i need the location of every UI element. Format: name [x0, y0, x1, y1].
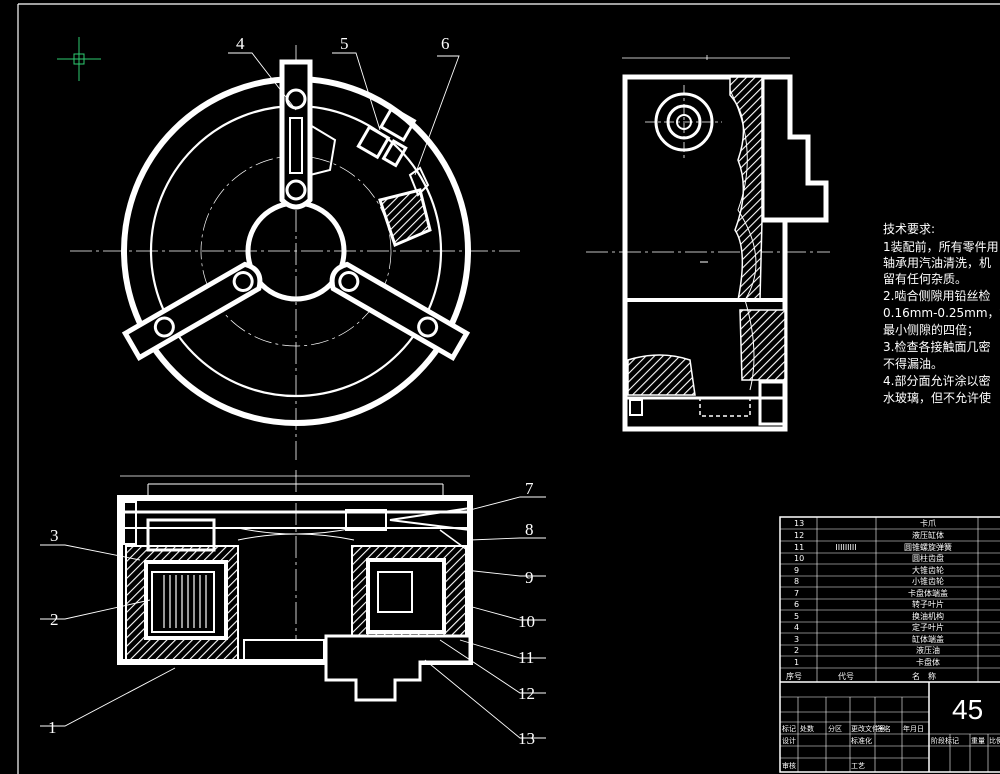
- bom-row-name: 换油机构: [912, 611, 944, 621]
- chuck-side-section: [586, 55, 830, 432]
- title-block: [779, 516, 1000, 773]
- bom-row-name: 小锥齿轮: [912, 576, 944, 586]
- bom-row-no: 9: [794, 566, 799, 575]
- tb-label: 审核: [782, 761, 796, 770]
- bom-row-no: 8: [794, 577, 799, 586]
- bom-row-code: IIIIIIIII: [835, 543, 856, 552]
- callout-13: 13: [518, 729, 535, 748]
- bom-row-no: 2: [794, 646, 799, 655]
- callout-7: 7: [525, 479, 534, 498]
- bom-row-name: 液压缸体: [912, 530, 944, 540]
- requirements-title: 技术要求:: [883, 222, 935, 236]
- requirement-line: 最小侧隙的四倍；: [883, 322, 979, 337]
- callout-10: 10: [518, 612, 535, 631]
- bom-row-name: 转子叶片: [912, 599, 944, 609]
- bom-row-no: 12: [794, 531, 804, 540]
- callout-12: 12: [518, 684, 535, 703]
- bom-row-no: 10: [794, 554, 804, 563]
- requirement-line: 0.16mm-0.25mm，铅: [883, 306, 1000, 320]
- tb-label: 更改文件号: [851, 724, 886, 733]
- bom-row-no: 7: [794, 589, 799, 598]
- bom-header: 序号 代号 名 称: [786, 671, 936, 681]
- tb-label: 年月日: [903, 724, 924, 733]
- requirement-line: 不得漏油。: [883, 356, 943, 371]
- callout-5: 5: [340, 34, 349, 53]
- requirement-line: 4.部分面允许涂以密: [883, 373, 990, 388]
- callout-leaders: [40, 52, 546, 739]
- callout-8: 8: [525, 520, 534, 539]
- bom-header-name: 名 称: [912, 671, 936, 681]
- technical-requirements: 技术要求: 1装配前，所有零件用 轴承用汽油清洗，机 留有任何杂质。 2.啮合侧…: [883, 222, 1000, 405]
- tb-label: 设计: [782, 736, 796, 745]
- requirement-line: 2.啮合侧隙用铅丝检: [883, 288, 990, 303]
- bom-row-name: 液压油: [916, 645, 940, 655]
- requirement-line: 轴承用汽油清洗，机: [883, 255, 991, 270]
- tb-label: 工艺: [851, 762, 865, 770]
- title-block-labels: 标记 处数 分区 更改文件号 签名 年月日 设计 标准化 审核 工艺 阶段标记 …: [782, 724, 1000, 770]
- bom-row-name: 圆锥螺旋弹簧: [904, 542, 952, 552]
- bom-row-name: 卡爪: [920, 518, 936, 528]
- bom-row-no: 5: [794, 612, 799, 621]
- callout-6: 6: [441, 34, 450, 53]
- tb-label: 比例: [989, 736, 1000, 745]
- tb-label: 签名: [877, 724, 891, 733]
- bom-header-code: 代号: [838, 671, 854, 681]
- tb-label: 处数: [800, 724, 814, 733]
- bom-row-name: 大锥齿轮: [912, 565, 944, 575]
- drawing-frame: [17, 3, 1000, 774]
- bom-row-name: 卡盘体: [916, 657, 940, 667]
- chuck-top-view: [70, 45, 520, 460]
- bom-row-name: 圆柱齿盘: [912, 553, 944, 563]
- bom-row-no: 11: [794, 543, 804, 552]
- bom-row-no: 1: [794, 658, 799, 667]
- callout-11: 11: [518, 648, 534, 667]
- requirement-line: 1装配前，所有零件用: [883, 239, 999, 254]
- requirement-line: 水玻璃，但不允许使: [883, 390, 991, 405]
- requirement-line: 留有任何杂质。: [883, 272, 967, 286]
- tb-label: 标记: [782, 724, 796, 733]
- bom-row-name: 定子叶片: [912, 622, 944, 632]
- callout-3: 3: [50, 526, 59, 545]
- bom-row-no: 3: [794, 635, 799, 644]
- bom-row-name: 缸体端盖: [912, 634, 944, 644]
- callout-4: 4: [236, 34, 245, 53]
- callout-9: 9: [525, 568, 534, 587]
- callout-numbers: 4 5 6 7 8 9 10 11 12 13 3 2 1: [48, 34, 535, 748]
- crosshair-cursor-icon: [57, 37, 101, 81]
- bom-row-no: 13: [794, 519, 804, 528]
- tb-label: 阶段标记: [931, 736, 959, 745]
- requirement-line: 3.检查各接触面几密: [883, 339, 990, 354]
- bom-row-name: 卡盘体端盖: [908, 588, 948, 598]
- tb-label: 重量: [971, 737, 985, 745]
- bom-row-no: 6: [794, 600, 799, 609]
- bom-header-seq: 序号: [786, 671, 802, 681]
- callout-2: 2: [50, 610, 59, 629]
- callout-1: 1: [48, 718, 57, 737]
- bom-row-no: 4: [794, 623, 799, 632]
- bom-rows: 13 卡爪 12 液压缸体 11 IIIIIIIII 圆锥螺旋弹簧 10 圆柱齿…: [794, 518, 952, 667]
- chuck-front-section: [117, 470, 473, 702]
- tb-label: 标准化: [851, 736, 872, 745]
- tb-label: 分区: [828, 724, 842, 733]
- material-label: 45: [952, 694, 983, 725]
